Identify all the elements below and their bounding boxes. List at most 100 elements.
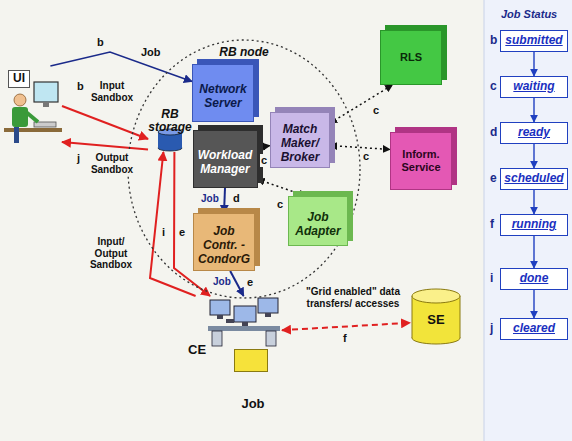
edge-label: c bbox=[276, 198, 284, 211]
desk bbox=[208, 326, 280, 331]
job-status-box: ready bbox=[500, 122, 568, 144]
sandbox-arrow bbox=[150, 152, 196, 296]
tower bbox=[212, 331, 222, 346]
job-status-box: waiting bbox=[500, 76, 568, 98]
node-label: Workload Manager bbox=[197, 149, 254, 177]
flow-label: Job bbox=[212, 276, 232, 288]
cylinder-side bbox=[460, 296, 461, 338]
user-interface: UI bbox=[4, 66, 62, 146]
status-letter: c bbox=[489, 80, 498, 94]
monitor bbox=[258, 298, 278, 313]
edge-label: Job bbox=[140, 46, 162, 59]
monitor-stand bbox=[242, 322, 248, 326]
monitor bbox=[234, 306, 256, 322]
status-arrow bbox=[533, 52, 534, 76]
workload-manager: Workload Manager bbox=[193, 130, 258, 188]
edge-label: Input Sandbox bbox=[86, 80, 138, 103]
keyboard bbox=[226, 319, 234, 323]
node-label: UI bbox=[8, 70, 30, 88]
node-label: CE bbox=[188, 343, 206, 358]
node-label: SE bbox=[427, 313, 444, 328]
tower bbox=[266, 331, 276, 346]
status-arrow bbox=[533, 144, 534, 168]
edge-label: c bbox=[362, 150, 370, 163]
monitor-stand bbox=[217, 315, 223, 319]
query-link bbox=[258, 146, 271, 148]
job-status-box: running bbox=[500, 214, 568, 236]
person-leg bbox=[14, 127, 19, 143]
status-arrow bbox=[533, 236, 534, 268]
status-arrow bbox=[533, 98, 534, 122]
query-link bbox=[330, 146, 390, 150]
cylinder-top bbox=[412, 289, 460, 303]
flow-label: Job bbox=[200, 193, 220, 205]
node-label: Job bbox=[241, 397, 264, 412]
rb-node-region: RB nodeNetwork ServerMatch Maker/ Broker… bbox=[126, 38, 362, 300]
step-letter: b bbox=[76, 80, 85, 93]
cylinder-side bbox=[412, 296, 413, 338]
status-letter: e bbox=[489, 172, 498, 186]
status-letter: b bbox=[489, 34, 498, 48]
edge-label: f bbox=[342, 332, 348, 345]
node-label: cleared bbox=[513, 322, 555, 336]
step-letter: j bbox=[76, 152, 81, 165]
rb-storage: RB storage bbox=[148, 100, 192, 152]
data-access-note: "Grid enabled" data transfers/ accesses bbox=[304, 286, 402, 309]
monitor-stand bbox=[43, 102, 49, 107]
edge-label: c bbox=[260, 154, 268, 167]
person-head bbox=[14, 94, 26, 106]
node-label: waiting bbox=[513, 80, 554, 94]
node-label: done bbox=[520, 272, 549, 286]
job-adapter: Job Adapter bbox=[288, 196, 348, 246]
sandbox-note: Input/ Output Sandbox bbox=[86, 236, 136, 271]
job-status-box: submitted bbox=[500, 30, 568, 52]
node-label: submitted bbox=[505, 34, 562, 48]
status-arrow bbox=[533, 190, 534, 214]
edge-label: e bbox=[246, 276, 254, 289]
desk bbox=[4, 128, 62, 132]
node-label: Job Adapter bbox=[292, 211, 344, 239]
sandbox-arrow bbox=[62, 142, 148, 149]
job-status-box: cleared bbox=[500, 318, 568, 340]
person-arm bbox=[26, 112, 38, 122]
monitor-stand bbox=[265, 313, 271, 317]
rls-box: RLS bbox=[380, 30, 442, 85]
match-maker-box: Match Maker/ Broker bbox=[270, 112, 330, 168]
job-status-box: scheduled bbox=[500, 168, 568, 190]
data-access-link bbox=[282, 323, 410, 330]
step-letter: b bbox=[96, 36, 105, 49]
query-link bbox=[330, 85, 392, 123]
node-label: Inform. Service bbox=[394, 148, 448, 173]
job-controller: Job Contr. - CondorG bbox=[193, 213, 255, 271]
job-token: Job bbox=[234, 349, 268, 372]
monitor bbox=[34, 82, 58, 102]
job-arrow bbox=[224, 188, 225, 213]
edge-label: i bbox=[161, 226, 166, 239]
node-label: RB storage bbox=[148, 108, 192, 134]
node-label: RLS bbox=[400, 51, 422, 64]
edge-label: d bbox=[232, 192, 241, 205]
edge-label: e bbox=[178, 226, 186, 239]
status-arrow bbox=[533, 290, 534, 318]
node-label: Job Contr. - CondorG bbox=[197, 225, 251, 266]
storage-element: SE bbox=[410, 288, 462, 346]
status-letter: j bbox=[489, 322, 494, 336]
status-letter: f bbox=[489, 218, 495, 232]
job-status-box: done bbox=[500, 268, 568, 290]
edge-label: c bbox=[372, 104, 380, 117]
node-label: scheduled bbox=[504, 172, 563, 186]
node-label: running bbox=[512, 218, 557, 232]
job-submit-arrow bbox=[50, 52, 192, 81]
edge-label: Output Sandbox bbox=[86, 152, 138, 175]
monitor bbox=[210, 300, 230, 315]
person-body bbox=[12, 107, 28, 127]
job-arrow bbox=[230, 271, 243, 296]
sandbox-arrow bbox=[62, 106, 148, 139]
node-label: ready bbox=[518, 126, 550, 140]
information-service: Inform. Service bbox=[390, 132, 452, 190]
node-label: Match Maker/ Broker bbox=[274, 123, 326, 164]
status-panel bbox=[484, 0, 572, 441]
